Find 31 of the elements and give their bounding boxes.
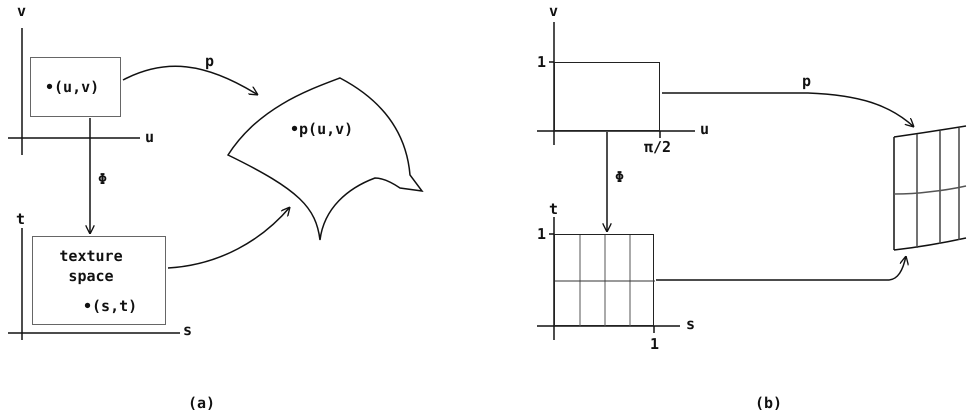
axis-label: t — [16, 212, 26, 227]
axis-label: u — [145, 130, 154, 145]
edge-label: Φ — [98, 172, 108, 187]
arrow — [656, 255, 910, 281]
arrow — [662, 92, 915, 128]
tick-label: 1 — [650, 337, 660, 352]
axis-label: v — [549, 4, 558, 19]
parameter-rectangle — [554, 62, 660, 131]
arrow — [602, 132, 612, 233]
axis-label: u — [700, 122, 710, 137]
texture-rectangle — [32, 236, 166, 325]
axis-label: v — [17, 4, 26, 19]
panel-label: (a) — [188, 396, 216, 411]
point-label: •(u,v) — [45, 80, 100, 95]
point-label: •(s,t) — [83, 299, 138, 314]
texture-grid — [554, 234, 654, 326]
panel-label: (b) — [755, 396, 782, 411]
arrow — [168, 206, 291, 269]
arrow — [122, 66, 259, 96]
region-title: texture space — [58, 247, 124, 286]
axis-label: s — [686, 317, 696, 332]
axis-label: t — [549, 202, 558, 217]
axis-label: s — [183, 323, 192, 338]
edge-label: Φ — [615, 170, 624, 185]
arrow — [84, 118, 96, 235]
point-label: •p(u,v) — [290, 122, 354, 137]
tick-label: 1 — [537, 227, 546, 242]
parameter-rectangle — [30, 57, 121, 117]
tick-label: π/2 — [644, 140, 672, 155]
tick-label: 1 — [537, 55, 546, 70]
surface-drawing — [228, 78, 423, 241]
